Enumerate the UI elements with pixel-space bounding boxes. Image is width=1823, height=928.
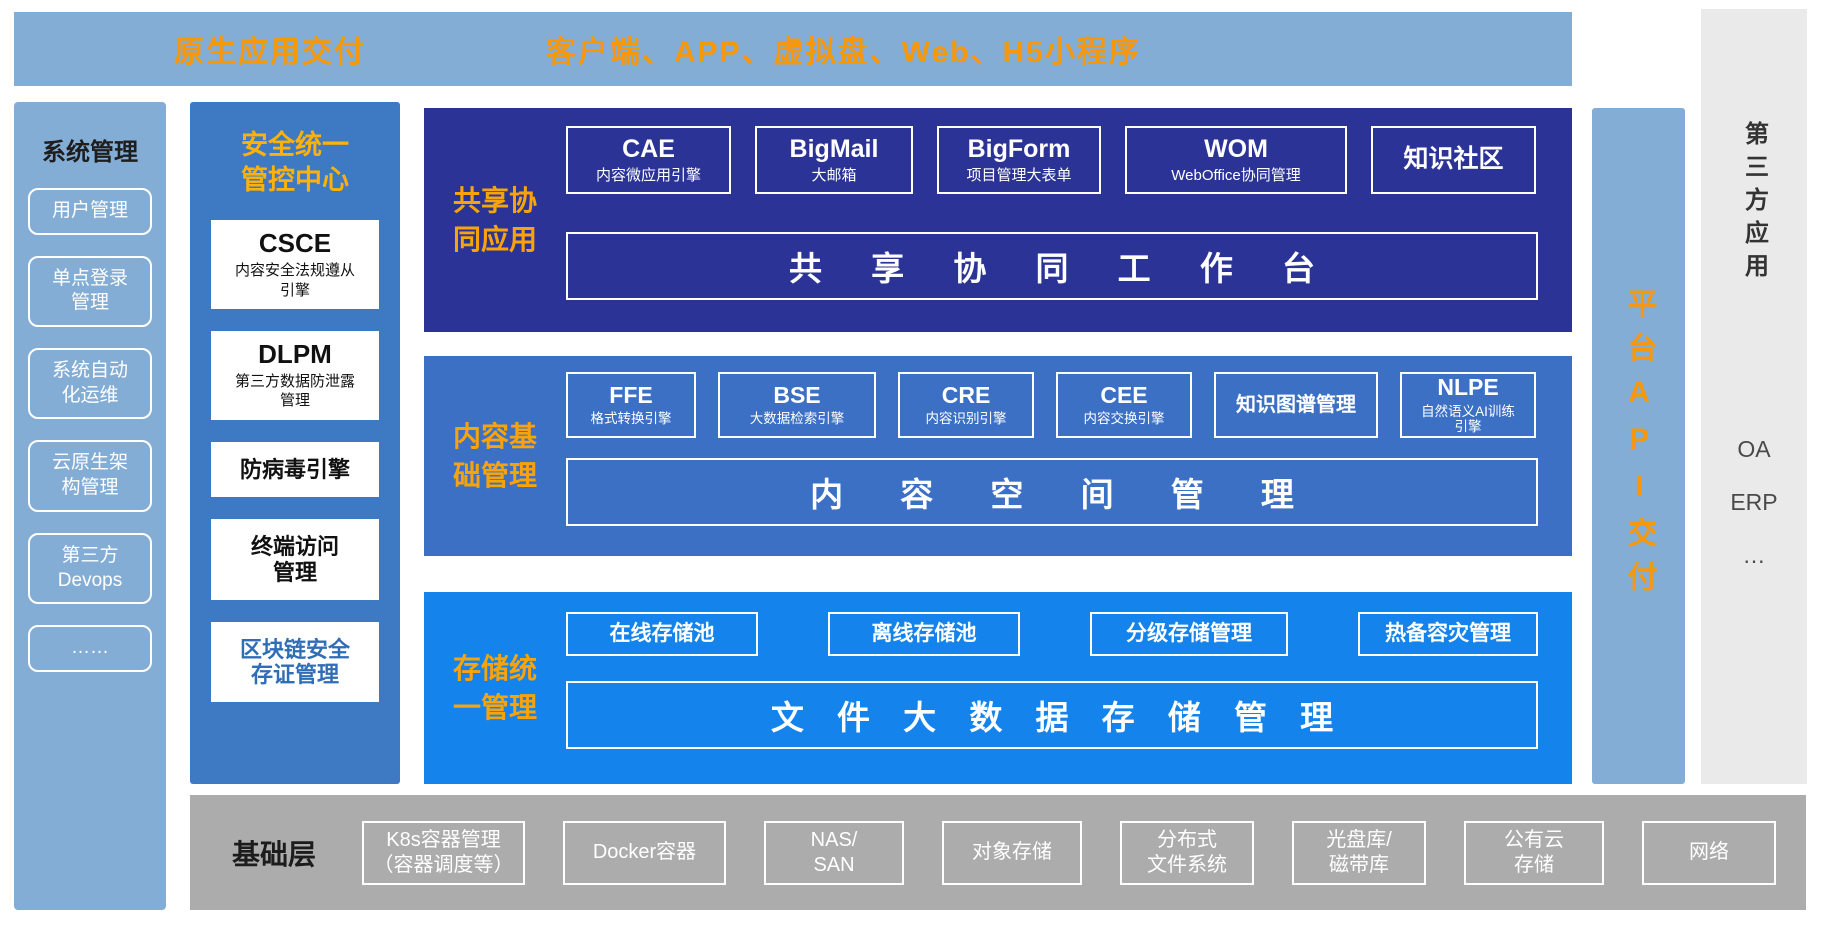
base-layer-title: 基础层 (232, 838, 317, 870)
shared-collaboration-content: CAE 内容微应用引擎 BigMail 大邮箱 BigForm 项目管理大表单 … (566, 108, 1572, 332)
security-control-center-title: 安全统一 管控中心 (241, 130, 349, 196)
box-desc: 格式转换引擎 (590, 411, 672, 427)
sidebar-item-third-party-devops: 第三方 Devops (28, 532, 152, 605)
platform-api-delivery-panel: 平台API交付 (1592, 108, 1685, 784)
box-desc: 自然语义AI训练 引擎 (1421, 403, 1515, 435)
shared-collaboration-box-row: CAE 内容微应用引擎 BigMail 大邮箱 BigForm 项目管理大表单 … (566, 126, 1538, 194)
box-offline-storage-pool: 离线存储池 (828, 612, 1020, 656)
box-knowledge-community: 知识社区 (1371, 126, 1536, 194)
box-name: 知识图谱管理 (1236, 394, 1356, 416)
third-party-item-ellipsis: … (1742, 542, 1766, 568)
box-hot-backup-disaster-recovery: 热备容灾管理 (1358, 612, 1538, 656)
base-layer-box-row: K8s容器管理 （容器调度等） Docker容器 NAS/ SAN 对象存储 分… (362, 820, 1777, 885)
box-bse: BSE 大数据检索引擎 (718, 372, 876, 438)
box-ffe: FFE 格式转换引擎 (566, 372, 696, 438)
box-name: 分级存储管理 (1126, 622, 1252, 646)
content-space-management-banner: 内 容 空 间 管 理 (566, 458, 1538, 526)
box-nlpe: NLPE 自然语义AI训练 引擎 (1400, 372, 1536, 438)
security-box-desc: 内容安全法规遵从 引擎 (234, 262, 355, 299)
content-basic-management-label: 内容基 础管理 (452, 420, 537, 491)
box-name: BSE (773, 382, 821, 409)
storage-unified-management-band: 存储统 一管理 在线存储池 离线存储池 分级存储管理 热备容灾管理 文 件 大 … (424, 592, 1572, 784)
box-name: BigForm (967, 135, 1071, 164)
box-name: CAE (622, 135, 675, 164)
box-online-storage-pool: 在线存储池 (566, 612, 758, 656)
third-party-apps-title: 第三方应用 (1740, 121, 1768, 286)
sidebar-item-ellipsis: …… (28, 625, 152, 672)
third-party-item-oa: OA (1737, 436, 1771, 462)
box-desc: 项目管理大表单 (966, 166, 1072, 184)
sidebar-item-automation-ops: 系统自动 化运维 (28, 348, 152, 420)
content-basic-management-band: 内容基 础管理 FFE 格式转换引擎 BSE 大数据检索引擎 CRE 内容识别引… (424, 356, 1572, 556)
box-distributed-file-system: 分布式 文件系统 (1120, 820, 1255, 885)
system-management-panel: 系统管理 用户管理 单点登录 管理 系统自动 化运维 云原生架 构管理 第三方 … (14, 102, 166, 910)
platform-api-delivery-label: 平台API交付 (1622, 287, 1656, 605)
box-desc: 大邮箱 (811, 166, 857, 184)
box-name: 热备容灾管理 (1385, 622, 1511, 646)
box-name: 离线存储池 (871, 622, 977, 646)
box-desc: 内容交换引擎 (1083, 411, 1165, 427)
box-optical-tape-library: 光盘库/ 磁带库 (1292, 820, 1427, 885)
content-management-box-row: FFE 格式转换引擎 BSE 大数据检索引擎 CRE 内容识别引擎 CEE 内容… (566, 372, 1538, 438)
box-object-storage: 对象存储 (942, 820, 1083, 885)
box-public-cloud-storage: 公有云 存储 (1464, 820, 1605, 885)
box-k8s-container-management: K8s容器管理 （容器调度等） (362, 820, 526, 885)
box-tiered-storage-management: 分级存储管理 (1090, 612, 1288, 656)
security-box-name: DLPM (258, 339, 332, 370)
security-control-center-panel: 安全统一 管控中心 CSCE 内容安全法规遵从 引擎 DLPM 第三方数据防泄露… (190, 102, 400, 784)
box-name: WOM (1204, 135, 1268, 164)
security-box-csce: CSCE 内容安全法规遵从 引擎 (211, 220, 379, 310)
box-bigmail: BigMail 大邮箱 (755, 126, 913, 194)
security-box-desc: 第三方数据防泄露 管理 (234, 372, 355, 410)
shared-collaboration-label: 共享协 同应用 (452, 184, 537, 255)
storage-management-content: 在线存储池 离线存储池 分级存储管理 热备容灾管理 文 件 大 数 据 存 储 … (566, 592, 1572, 784)
security-box-blockchain-evidence: 区块链安全 存证管理 (211, 621, 379, 703)
box-bigform: BigForm 项目管理大表单 (937, 126, 1101, 194)
storage-unified-management-label: 存储统 一管理 (452, 652, 537, 723)
box-name: 在线存储池 (609, 622, 715, 646)
box-cee: CEE 内容交换引擎 (1056, 372, 1192, 438)
shared-collaboration-band: 共享协 同应用 CAE 内容微应用引擎 BigMail 大邮箱 BigForm … (424, 108, 1572, 332)
security-box-dlpm: DLPM 第三方数据防泄露 管理 (211, 331, 379, 420)
security-box-name: 终端访问 管理 (250, 534, 339, 585)
sidebar-item-sso-management: 单点登录 管理 (28, 255, 152, 328)
box-cre: CRE 内容识别引擎 (898, 372, 1034, 438)
box-name: CRE (941, 382, 991, 409)
third-party-apps-panel: 第三方应用 OA ERP … (1701, 9, 1807, 784)
client-channels-label: 客户端、APP、虚拟盘、Web、H5小程序 (546, 36, 1141, 69)
native-app-delivery-banner: 原生应用交付 客户端、APP、虚拟盘、Web、H5小程序 (14, 12, 1572, 86)
security-box-antivirus: 防病毒引擎 (211, 441, 379, 498)
box-network: 网络 (1642, 820, 1777, 885)
storage-box-row: 在线存储池 离线存储池 分级存储管理 热备容灾管理 (566, 612, 1538, 656)
box-docker-container: Docker容器 (563, 820, 727, 885)
native-app-delivery-label: 原生应用交付 (174, 36, 366, 69)
box-desc: 内容微应用引擎 (595, 166, 701, 184)
security-box-name: 防病毒引擎 (239, 456, 350, 482)
box-name: CEE (1100, 382, 1148, 409)
base-layer-bar: 基础层 K8s容器管理 （容器调度等） Docker容器 NAS/ SAN 对象… (190, 795, 1806, 910)
box-cae: CAE 内容微应用引擎 (566, 126, 731, 194)
security-box-name: 区块链安全 存证管理 (239, 636, 350, 688)
system-management-title: 系统管理 (42, 139, 138, 166)
box-name: 知识社区 (1403, 145, 1504, 174)
box-name: BigMail (789, 135, 879, 164)
sidebar-item-user-management: 用户管理 (28, 188, 152, 235)
box-knowledge-graph-management: 知识图谱管理 (1214, 372, 1378, 438)
file-bigdata-storage-banner: 文 件 大 数 据 存 储 管 理 (566, 681, 1538, 749)
security-box-terminal-access: 终端访问 管理 (211, 519, 379, 600)
shared-collaboration-workbench-banner: 共 享 协 同 工 作 台 (566, 232, 1538, 300)
box-name: FFE (609, 382, 653, 409)
security-box-name: CSCE (258, 228, 332, 259)
box-nas-san: NAS/ SAN (764, 820, 905, 885)
content-basic-management-content: FFE 格式转换引擎 BSE 大数据检索引擎 CRE 内容识别引擎 CEE 内容… (566, 356, 1572, 556)
third-party-item-erp: ERP (1730, 489, 1778, 515)
box-desc: WebOffice协同管理 (1171, 166, 1301, 184)
box-desc: 内容识别引擎 (925, 411, 1007, 427)
box-desc: 大数据检索引擎 (749, 411, 845, 427)
box-name: NLPE (1437, 374, 1499, 401)
sidebar-item-cloud-native-arch: 云原生架 构管理 (28, 440, 152, 512)
box-wom: WOM WebOffice协同管理 (1125, 126, 1347, 194)
